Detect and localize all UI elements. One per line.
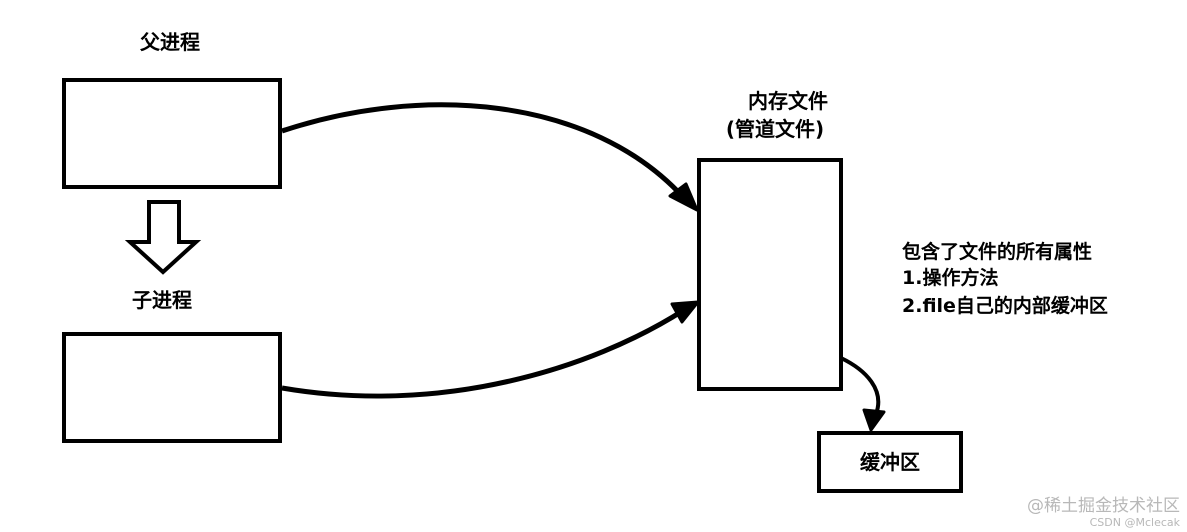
child-arrowhead-icon bbox=[670, 300, 700, 324]
pipe-file-label: (管道文件) bbox=[726, 117, 824, 141]
parent-process-box bbox=[62, 78, 282, 189]
watermark-sub: CSDN @Mclecak bbox=[1090, 516, 1181, 529]
memory-file-label: 内存文件 bbox=[748, 89, 828, 113]
child-to-file-arrow bbox=[281, 307, 686, 399]
attributes-title: 包含了文件的所有属性 bbox=[902, 240, 1092, 263]
file-to-buffer-arrow bbox=[840, 356, 881, 415]
buffer-arrowhead-icon bbox=[862, 408, 886, 432]
parent-arrowhead-icon bbox=[668, 182, 699, 212]
attribute-item-1: 1.操作方法 bbox=[902, 266, 998, 289]
watermark-main: @稀土掘金技术社区 bbox=[1027, 496, 1180, 516]
child-process-box bbox=[62, 332, 282, 443]
child-process-label: 子进程 bbox=[132, 288, 192, 312]
parent-process-label: 父进程 bbox=[139, 30, 200, 54]
parent-to-file-arrow bbox=[281, 102, 686, 200]
memory-file-box bbox=[697, 158, 843, 391]
fork-arrow-icon bbox=[124, 200, 202, 275]
buffer-label: 缓冲区 bbox=[860, 450, 920, 474]
attribute-item-2: 2.file自己的内部缓冲区 bbox=[902, 294, 1108, 317]
buffer-box bbox=[817, 431, 963, 493]
